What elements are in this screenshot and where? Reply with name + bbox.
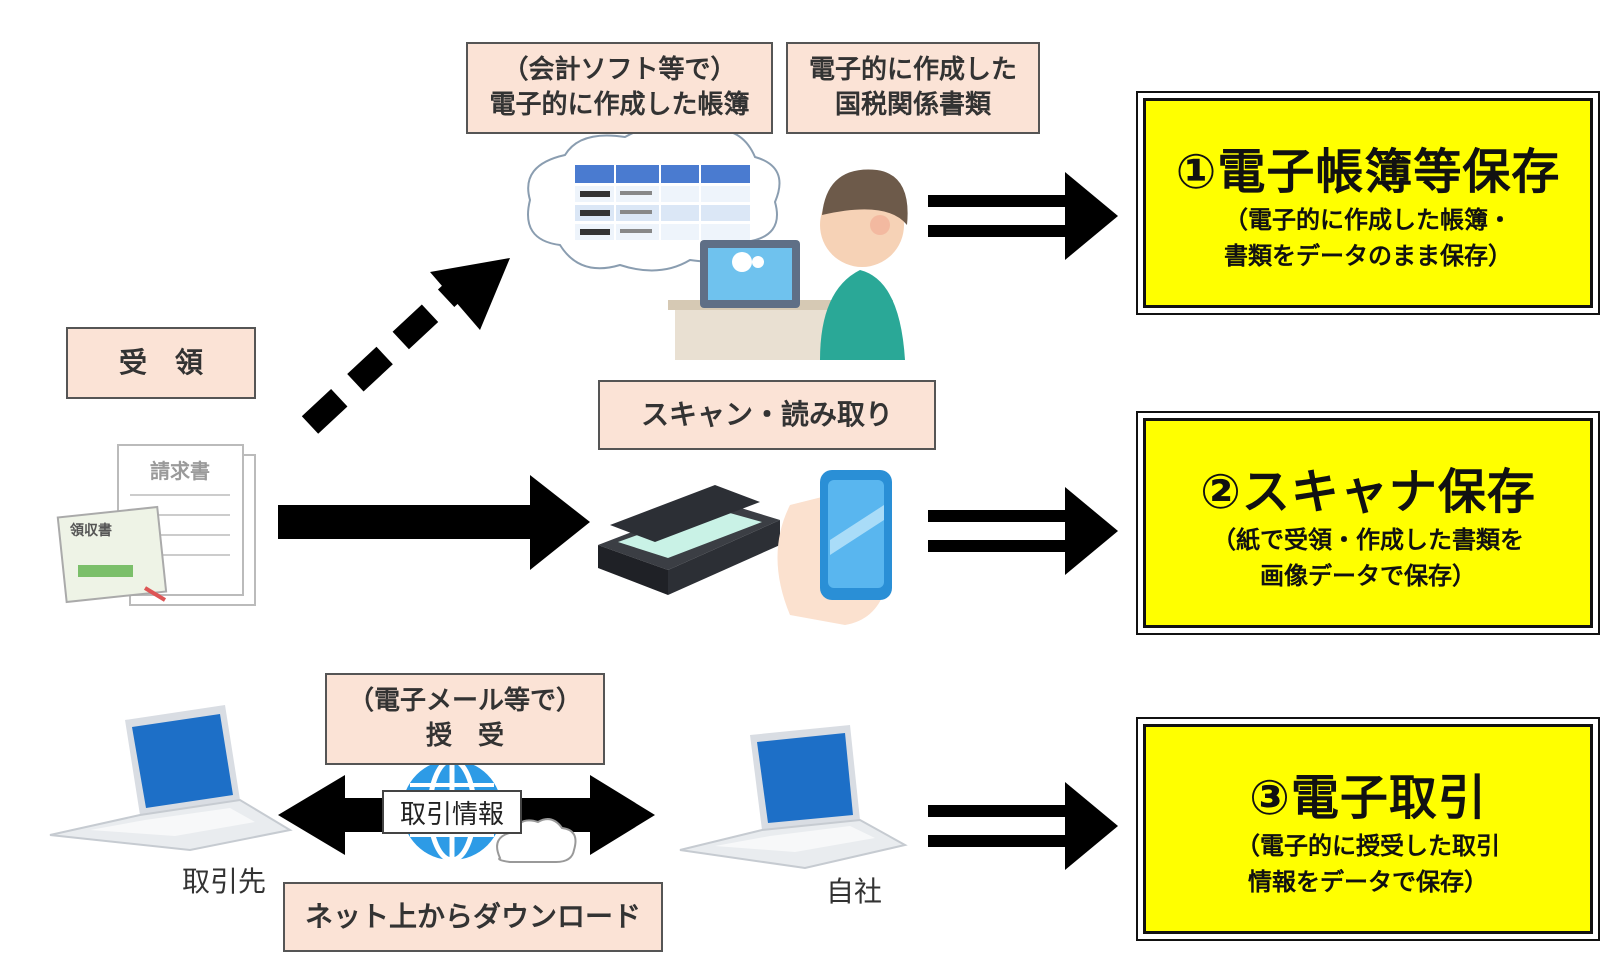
result-sub-2a: （紙で受領・作成した書類を xyxy=(1212,526,1524,554)
jisha-label: 自社 xyxy=(826,875,883,908)
result-box-scanner: ②スキャナ保存 （紙で受領・作成した書類を 画像データで保存） xyxy=(1136,411,1600,635)
torihikisaki-label: 取引先 xyxy=(182,865,267,898)
kaikei-line-1: （会計ソフト等で） xyxy=(502,54,737,85)
kokuzei-box: 電子的に作成した 国税関係書類 xyxy=(786,42,1040,134)
torihiki-joho-label: 取引情報 xyxy=(382,790,522,834)
result-title-1: ①電子帳簿等保存 xyxy=(1175,144,1561,200)
invoice-label: 請求書 xyxy=(150,459,210,483)
solid-arrow-scan xyxy=(278,475,590,570)
download-box: ネット上からダウンロード xyxy=(283,882,663,952)
scan-box: スキャン・読み取り xyxy=(598,380,936,450)
result-sub-3b: 情報をデータで保存） xyxy=(1248,868,1488,896)
juryo-label: 受 領 xyxy=(118,346,203,380)
scan-label: スキャン・読み取り xyxy=(640,398,893,432)
receipt-label: 領収書 xyxy=(70,523,112,539)
smartphone-hand-icon xyxy=(777,470,892,625)
person-at-computer-icon xyxy=(668,169,908,360)
email-box: （電子メール等で） 授 受 xyxy=(325,673,605,765)
double-arrow-2 xyxy=(928,487,1118,575)
result-sub-1a: （電子的に作成した帳簿・ xyxy=(1224,206,1512,234)
document-stack-icon xyxy=(56,444,256,606)
result-sub-2b: 画像データで保存） xyxy=(1260,562,1476,590)
result-title-2: ②スキャナ保存 xyxy=(1200,464,1536,520)
kokuzei-line-2: 国税関係書類 xyxy=(834,90,991,120)
download-label: ネット上からダウンロード xyxy=(304,900,641,934)
result-box-denshi-torihiki: ③電子取引 （電子的に授受した取引 情報をデータで保存） xyxy=(1136,717,1600,941)
double-arrow-3 xyxy=(928,782,1118,870)
result-box-denshi-choubo: ①電子帳簿等保存 （電子的に作成した帳簿・ 書類をデータのまま保存） xyxy=(1136,91,1600,315)
kaikei-software-box: （会計ソフト等で） 電子的に作成した帳簿 xyxy=(466,42,773,134)
juryo-box: 受 領 xyxy=(66,327,256,399)
email-line-1: （電子メール等で） xyxy=(347,685,582,716)
laptop-right-icon xyxy=(679,725,908,870)
laptop-left-icon xyxy=(49,705,293,852)
double-arrow-1 xyxy=(928,172,1118,260)
ledger-cloud-icon xyxy=(527,124,781,272)
result-title-3: ③電子取引 xyxy=(1249,770,1487,826)
scanner-icon xyxy=(598,485,780,595)
result-sub-1b: 書類をデータのまま保存） xyxy=(1224,242,1512,270)
email-line-2: 授 受 xyxy=(425,721,504,751)
kaikei-line-2: 電子的に作成した帳簿 xyxy=(489,90,750,120)
dashed-arrow xyxy=(301,258,510,434)
result-sub-3a: （電子的に授受した取引 xyxy=(1236,832,1500,860)
kokuzei-line-1: 電子的に作成した xyxy=(808,54,1017,85)
